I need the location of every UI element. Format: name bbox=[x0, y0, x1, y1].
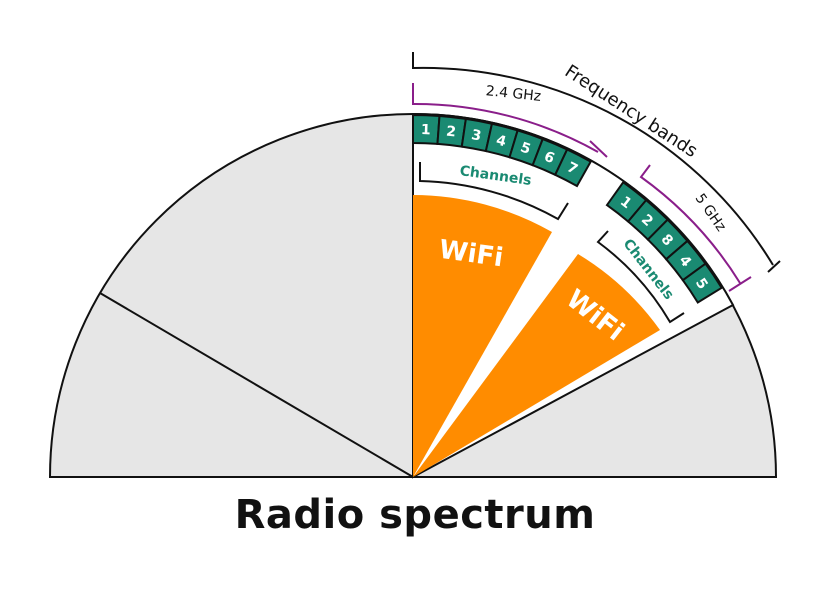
channel-24-box bbox=[553, 148, 593, 188]
wifi-24-sector bbox=[413, 195, 552, 477]
frequency-bands-label: Frequency bands bbox=[561, 61, 701, 162]
channels-24-bracket bbox=[419, 162, 569, 221]
sector-divider bbox=[99, 292, 414, 478]
channel-24-number: 1 bbox=[421, 122, 431, 138]
channels-5-bracket bbox=[596, 230, 685, 324]
diagram-title: Radio spectrum bbox=[234, 492, 596, 538]
frequency-bands-bracket bbox=[412, 52, 781, 273]
band-24-label: 2.4 GHz bbox=[485, 83, 542, 105]
band-5-bracket bbox=[639, 164, 752, 292]
channel-24-number: 4 bbox=[494, 132, 508, 150]
wifi-5-sector bbox=[413, 254, 660, 477]
band-24-bracket bbox=[412, 83, 608, 158]
channel-5-box bbox=[681, 262, 724, 304]
channel-24-number: 2 bbox=[445, 124, 456, 141]
channel-24-number: 3 bbox=[470, 127, 483, 145]
